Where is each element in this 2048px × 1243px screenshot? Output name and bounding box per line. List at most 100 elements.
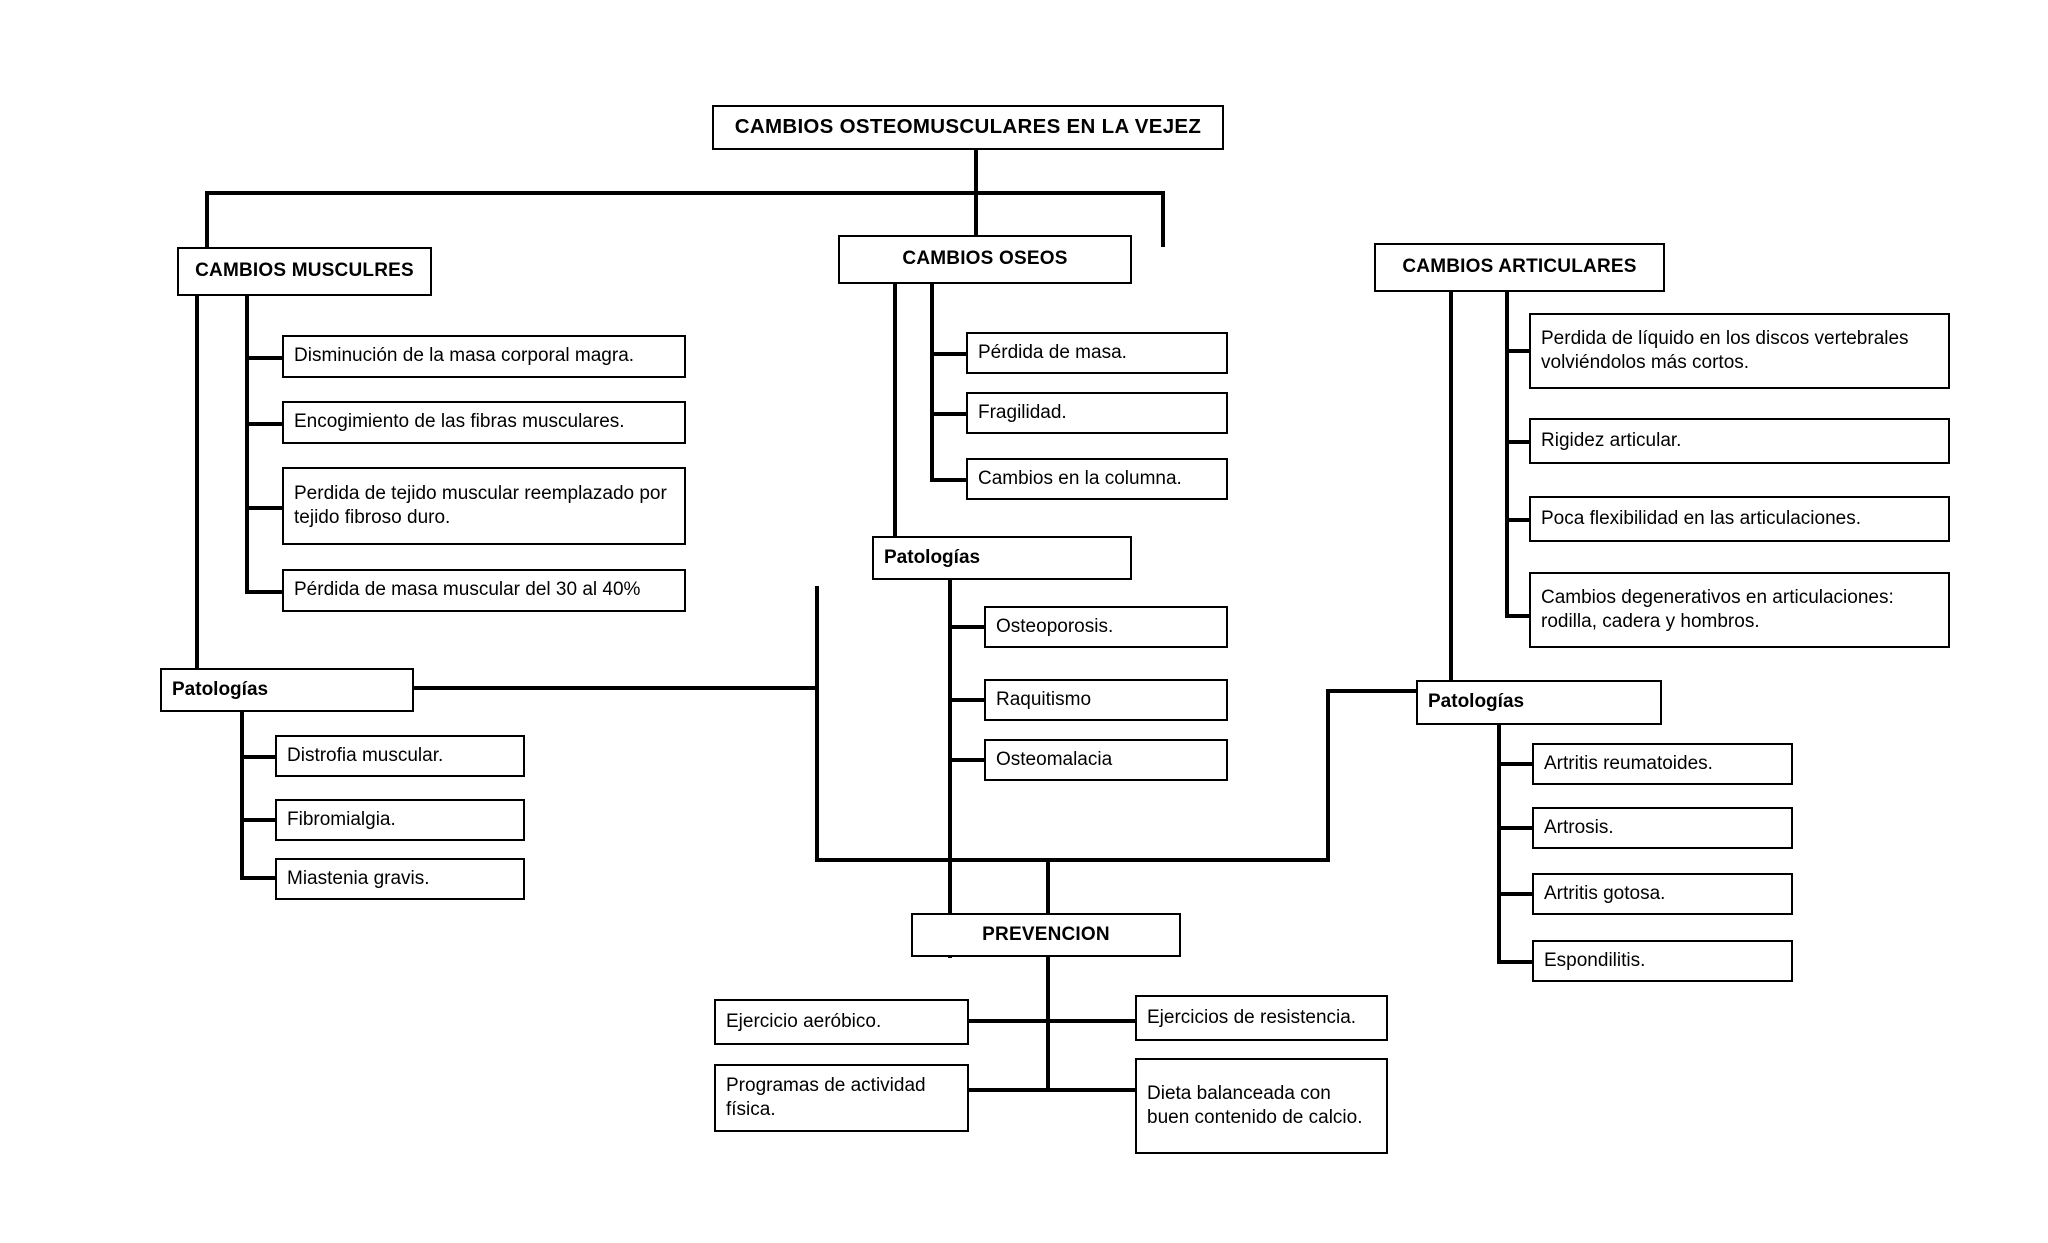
muscular-pathology-2-text: Miastenia gravis.: [287, 867, 430, 889]
articulares-pathology-3-text: Espondilitis.: [1544, 949, 1646, 971]
connector-to-articulares: [1161, 191, 1165, 247]
oseos-item-1: Fragilidad.: [966, 392, 1228, 434]
prevention-item-2: Programas de actividad física.: [714, 1064, 969, 1132]
articulares-item-3: Cambios degenerativos en articulaciones:…: [1529, 572, 1950, 648]
muscular-item-1: Encogimiento de las fibras musculares.: [282, 401, 686, 444]
connector-oseos-path-spine-upper: [948, 575, 952, 762]
connector-bar-to-prevention: [1046, 858, 1050, 913]
branch-heading-oseos-text: CAMBIOS OSEOS: [902, 248, 1068, 270]
articulares-item-2: Poca flexibilidad en las articulaciones.: [1529, 496, 1950, 542]
articulares-item-0-text: Perdida de líquido en los discos vertebr…: [1541, 327, 1909, 373]
oseos-pathology-0: Osteoporosis.: [984, 606, 1228, 648]
connector-muscular-items-spine: [245, 295, 249, 593]
prevention-box: PREVENCION: [911, 913, 1181, 957]
connector-oseos-path-0: [948, 625, 986, 629]
muscular-item-2-text: Perdida de tejido muscular reemplazado p…: [294, 482, 667, 528]
oseos-item-2-text: Cambios en la columna.: [978, 467, 1182, 489]
muscular-item-3-text: Pérdida de masa muscular del 30 al 40%: [294, 579, 641, 601]
articulares-item-0: Perdida de líquido en los discos vertebr…: [1529, 313, 1950, 389]
connector-muscular-path-1: [240, 818, 276, 822]
connector-oseos-item-2: [930, 478, 968, 482]
connector-muscular-item-0: [245, 356, 284, 360]
connector-muscular-to-pathologies: [195, 295, 199, 674]
connector-articulares-path-spine: [1497, 713, 1501, 964]
branch-heading-muscular: CAMBIOS MUSCULRES: [177, 247, 432, 296]
articulares-pathology-3: Espondilitis.: [1532, 940, 1793, 982]
muscular-item-0-text: Disminución de la masa corporal magra.: [294, 345, 635, 367]
connector-articulares-drop: [1326, 689, 1330, 862]
articulares-pathology-1-text: Artrosis.: [1544, 816, 1614, 838]
connector-oseos-item-0: [930, 352, 968, 356]
oseos-pathologies-label: Patologías: [884, 546, 981, 568]
oseos-pathology-2-text: Osteomalacia: [996, 748, 1113, 770]
connector-muscular-item-1: [245, 422, 284, 426]
connector-center-collector: [815, 586, 819, 861]
connector-articulares-item-0: [1505, 349, 1543, 353]
connector-articulares-path-0: [1497, 762, 1535, 766]
connector-prevention-right-top: [1046, 1019, 1136, 1023]
articulares-item-1: Rigidez articular.: [1529, 418, 1950, 464]
oseos-item-0-text: Pérdida de masa.: [978, 341, 1127, 363]
connector-prevention-bar: [815, 858, 1330, 862]
articulares-pathologies-box: Patologías: [1416, 680, 1662, 725]
articulares-item-1-text: Rigidez articular.: [1541, 429, 1682, 451]
connector-oseos-path-spine: [948, 715, 952, 958]
articulares-item-3-text: Cambios degenerativos en articulaciones:…: [1541, 586, 1894, 632]
connector-articulares-path-to-center: [1326, 689, 1418, 693]
connector-oseos-items-spine: [930, 283, 934, 482]
muscular-pathologies-box: Patologías: [160, 668, 414, 712]
connector-muscular-path-spine: [240, 703, 244, 878]
connector-articulares-item-3: [1505, 614, 1543, 618]
connector-muscular-item-2: [245, 506, 284, 510]
connector-muscular-path-to-center: [414, 686, 818, 690]
muscular-item-1-text: Encogimiento de las fibras musculares.: [294, 411, 625, 433]
articulares-pathology-2: Artritis gotosa.: [1532, 873, 1793, 915]
muscular-item-3: Pérdida de masa muscular del 30 al 40%: [282, 569, 686, 612]
diagram-title-box: CAMBIOS OSTEOMUSCULARES EN LA VEJEZ: [712, 105, 1224, 150]
oseos-pathologies-box: Patologías: [872, 536, 1132, 580]
branch-heading-articulares-text: CAMBIOS ARTICULARES: [1402, 256, 1637, 278]
oseos-pathology-1-text: Raquitismo: [996, 688, 1092, 710]
muscular-pathology-0-text: Distrofia muscular.: [287, 744, 444, 766]
connector-muscular-item-3: [245, 590, 284, 594]
prevention-item-1: Ejercicios de resistencia.: [1135, 995, 1388, 1041]
connector-oseos-to-pathologies: [893, 283, 897, 536]
connector-oseos-path-1: [948, 698, 986, 702]
oseos-item-0: Pérdida de masa.: [966, 332, 1228, 374]
connector-title-stem: [974, 148, 978, 194]
oseos-pathology-1: Raquitismo: [984, 679, 1228, 721]
prevention-item-3-text: Dieta balanceada con buen contenido de c…: [1147, 1082, 1363, 1128]
oseos-pathology-2: Osteomalacia: [984, 739, 1228, 781]
branch-heading-articulares: CAMBIOS ARTICULARES: [1374, 243, 1665, 292]
articulares-pathology-0: Artritis reumatoides.: [1532, 743, 1793, 785]
connector-to-muscular: [205, 191, 209, 248]
connector-muscular-path-0: [240, 755, 276, 759]
prevention-label: PREVENCION: [982, 923, 1110, 945]
connector-articulares-items-spine: [1505, 291, 1509, 618]
diagram-title-text: CAMBIOS OSTEOMUSCULARES EN LA VEJEZ: [734, 115, 1202, 139]
articulares-pathologies-label: Patologías: [1428, 691, 1525, 713]
articulares-item-2-text: Poca flexibilidad en las articulaciones.: [1541, 507, 1862, 529]
connector-muscular-path-2: [240, 876, 276, 880]
connector-oseos-item-1: [930, 412, 968, 416]
connector-articulares-path-3: [1497, 960, 1535, 964]
connector-to-oseos: [974, 191, 978, 236]
oseos-item-2: Cambios en la columna.: [966, 458, 1228, 500]
oseos-item-1-text: Fragilidad.: [978, 401, 1067, 423]
muscular-pathology-1-text: Fibromialgia.: [287, 808, 396, 830]
oseos-pathology-0-text: Osteoporosis.: [996, 615, 1114, 637]
prevention-item-2-text: Programas de actividad física.: [726, 1074, 926, 1120]
connector-prevention-right-bottom: [1046, 1088, 1136, 1092]
articulares-pathology-0-text: Artritis reumatoides.: [1544, 752, 1713, 774]
connector-main-bar: [205, 191, 1165, 195]
muscular-pathology-2: Miastenia gravis.: [275, 858, 525, 900]
muscular-pathology-1: Fibromialgia.: [275, 799, 525, 841]
connector-articulares-path-1: [1497, 826, 1535, 830]
muscular-pathology-0: Distrofia muscular.: [275, 735, 525, 777]
connector-articulares-item-2: [1505, 518, 1543, 522]
muscular-pathologies-label: Patologías: [172, 678, 269, 700]
connector-articulares-item-1: [1505, 440, 1543, 444]
connector-articulares-path-2: [1497, 892, 1535, 896]
prevention-item-0: Ejercicio aeróbico.: [714, 999, 969, 1045]
